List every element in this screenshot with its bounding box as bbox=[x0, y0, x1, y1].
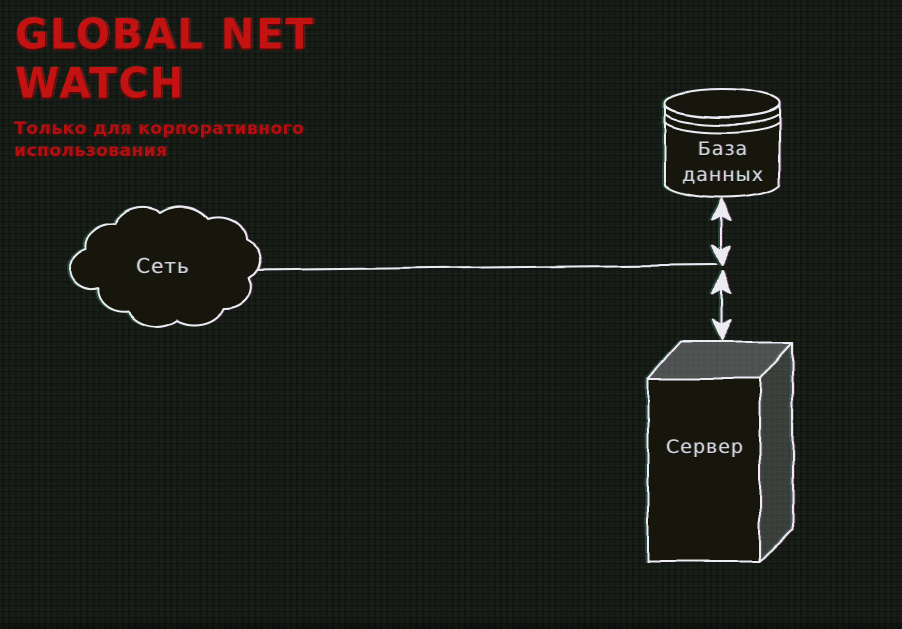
app-title: GLOBAL NET WATCH bbox=[15, 10, 435, 108]
app-title-line1: GLOBAL NET bbox=[15, 11, 315, 59]
edge-network-junction bbox=[245, 264, 717, 271]
edge-database-junction-arrow bbox=[712, 198, 732, 267]
server-box-shape bbox=[647, 341, 794, 563]
app-subtitle: Только для корпоративного использования bbox=[14, 118, 324, 162]
database-node-label-line2: данных bbox=[682, 164, 764, 186]
database-node-label: База данных bbox=[668, 136, 778, 188]
edge-junction-server-arrow bbox=[712, 271, 732, 341]
app-subtitle-line2: использования bbox=[14, 141, 168, 161]
app-subtitle-line1: Только для корпоративного bbox=[14, 119, 305, 139]
network-node-label: Сеть bbox=[136, 254, 190, 278]
server-node-label: Сервер bbox=[666, 436, 744, 458]
bottom-edge-shade bbox=[0, 617, 902, 629]
network-cloud-shape bbox=[68, 204, 261, 328]
app-title-line2: WATCH bbox=[15, 60, 186, 108]
database-cylinder-shape bbox=[664, 88, 780, 198]
database-node-label-line1: База bbox=[697, 138, 749, 160]
